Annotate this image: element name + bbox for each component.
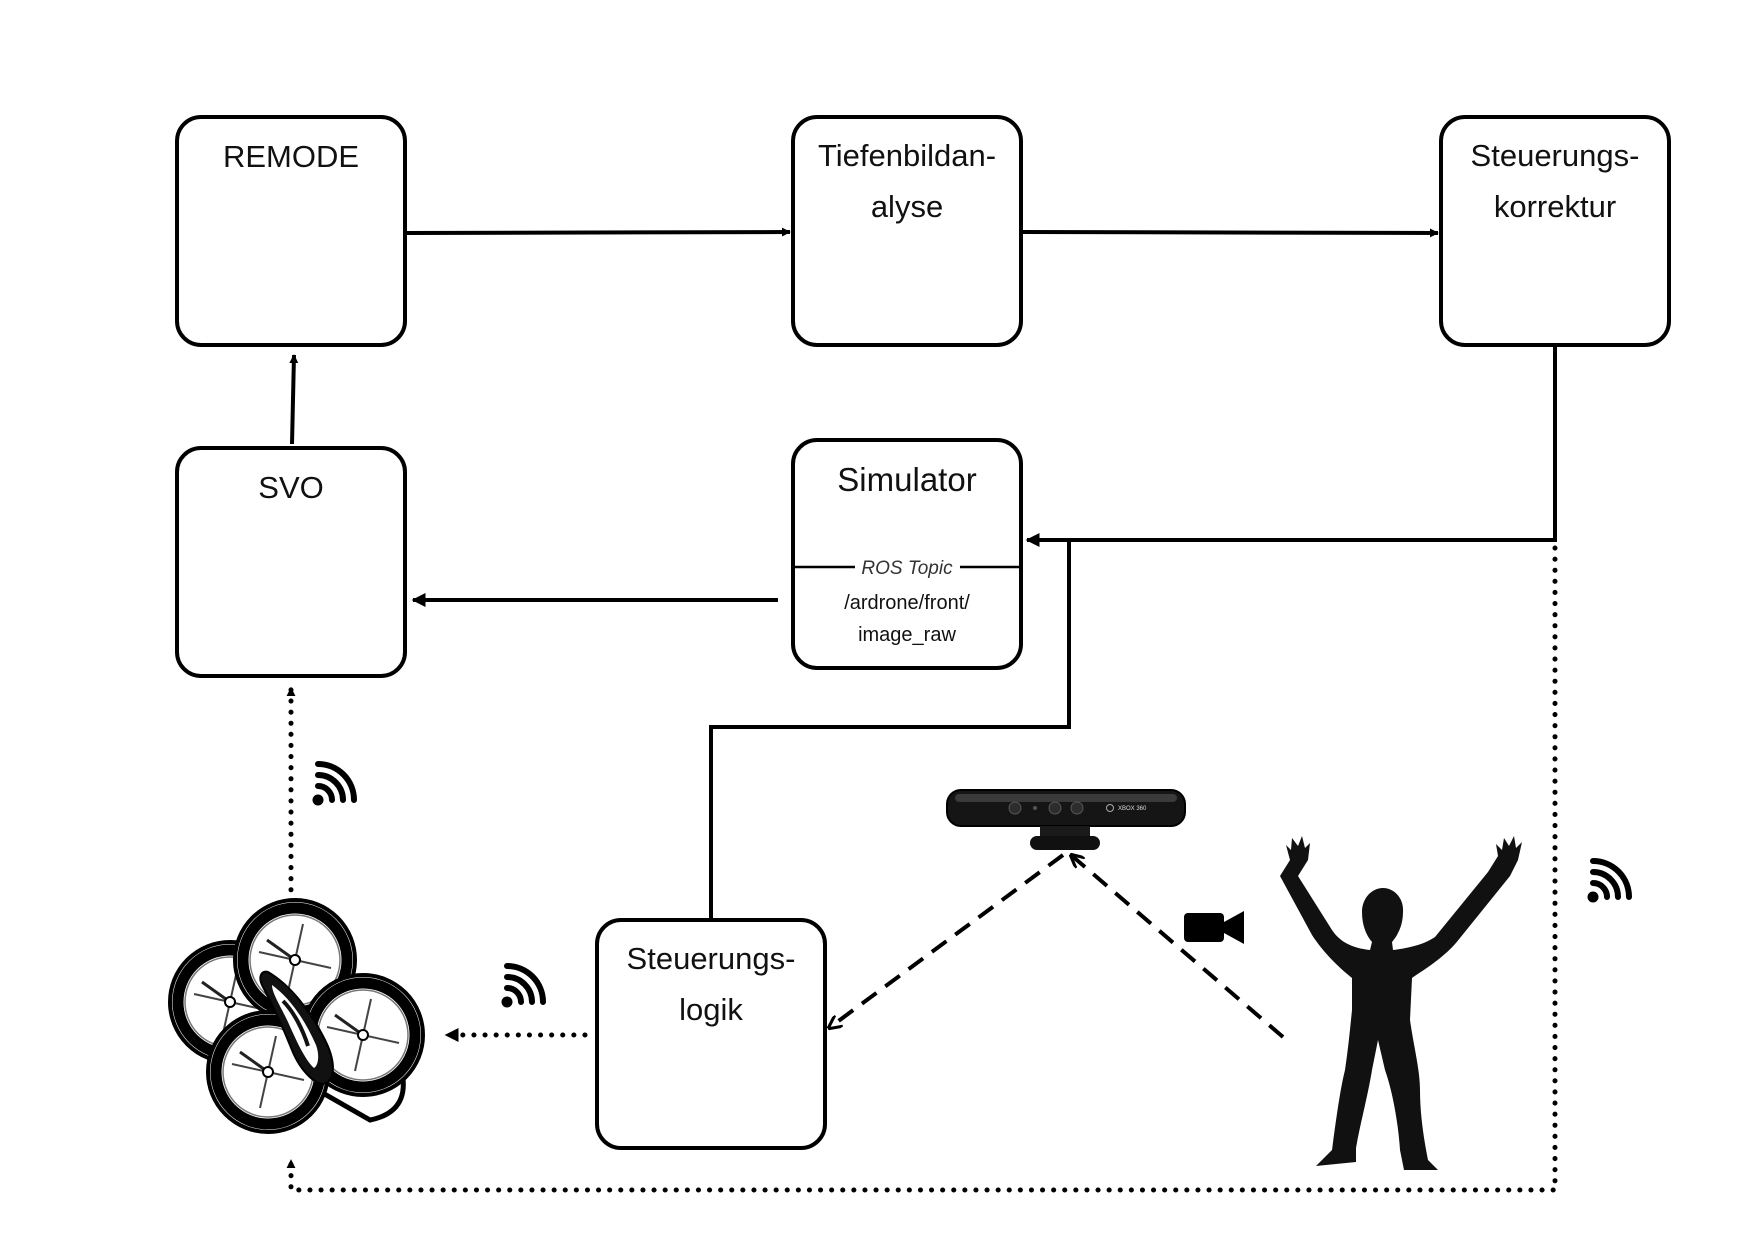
wifi-icon (1588, 861, 1630, 903)
video-camera-icon (1184, 911, 1244, 944)
arrow-tiefenbildanalyse-to-steuerungskorrektur (1022, 228, 1439, 238)
tiefenbildanalyse-label-line-1: Tiefenbildan- (818, 138, 996, 173)
tiefenbildanalyse-label-line-2: alyse (871, 189, 943, 224)
arrow-svo-to-remode (289, 354, 299, 445)
ros-topic-path-line-1: /ardrone/front/ (844, 592, 970, 614)
svo-label: SVO (258, 470, 323, 505)
kinect-brand-text: XBOX 360 (1118, 806, 1147, 812)
arrow-remode-to-tiefenbildanalyse (406, 227, 791, 237)
arrow-steuerungskorrektur-to-simulator (1025, 347, 1557, 547)
kinect-sensor-icon: XBOX 360 (946, 789, 1186, 850)
steuerungskorrektur-label-line-2: korrektur (1494, 189, 1616, 224)
svo-node: SVO (175, 446, 407, 678)
dashed-arrow-kinect-to-steuerungslogik (829, 853, 1065, 1028)
wifi-icon (313, 764, 355, 806)
tiefenbildanalyse-node: Tiefenbildan- alyse (791, 115, 1023, 347)
steuerungslogik-node: Steuerungs- logik (595, 918, 827, 1150)
ros-topic-caption: ROS Topic (861, 558, 953, 579)
steuerungskorrektur-label-line-1: Steuerungs- (1471, 138, 1640, 173)
quadcopter-drone-icon (170, 900, 423, 1132)
line-steuerungslogik-to-simulator-feed (709, 540, 1071, 918)
person-silhouette-icon (1280, 836, 1522, 1170)
steuerungskorrektur-node: Steuerungs- korrektur (1439, 115, 1671, 347)
dotted-arrow-steuerungskorrektur-to-drone (286, 545, 1558, 1193)
remode-node: REMODE (175, 115, 407, 347)
simulator-node: Simulator ROS Topic /ardrone/front/ imag… (791, 438, 1023, 670)
remode-label: REMODE (223, 139, 359, 174)
steuerungslogik-label-line-1: Steuerungs- (627, 941, 796, 976)
steuerungslogik-label-line-2: logik (679, 992, 743, 1027)
dashed-arrow-person-to-kinect (1071, 855, 1285, 1039)
ros-topic-path-line-2: image_raw (858, 624, 956, 646)
simulator-title: Simulator (837, 461, 976, 498)
wifi-icon (502, 966, 544, 1008)
